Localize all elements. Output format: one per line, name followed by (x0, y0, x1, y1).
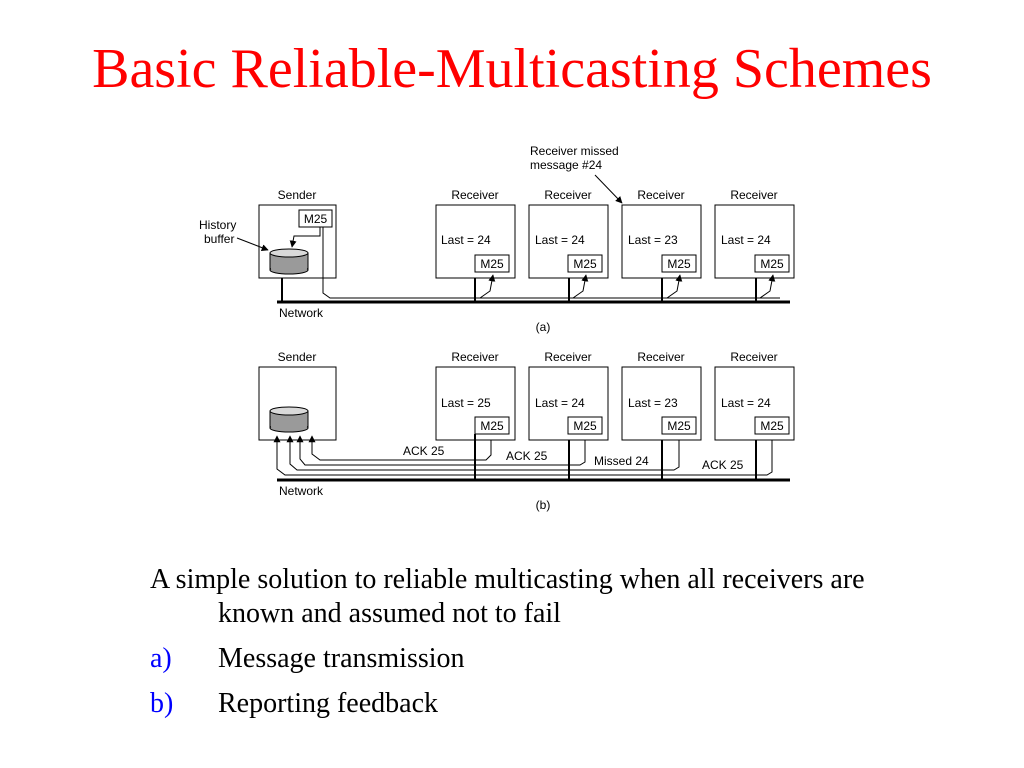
missed-note-line-1: Receiver missed (530, 144, 619, 158)
store-message-arrow (289, 227, 321, 248)
bullet-marker-b: b) (150, 688, 174, 719)
sender-label: Sender (278, 350, 317, 364)
caption-b: (b) (536, 498, 551, 512)
panel-b: Sender Network (b) ACK 25 ACK 25 Missed … (258, 350, 795, 512)
receiver-message-label: M25 (480, 419, 504, 433)
bullet-item-b: b) Reporting feedback (150, 687, 910, 721)
receiver-label: Receiver (730, 350, 777, 364)
receiver-message-label: M25 (573, 419, 597, 433)
feedback-label-4: ACK 25 (702, 458, 744, 472)
sender-label: Sender (278, 188, 317, 202)
sender-message-box (298, 209, 333, 228)
bullet-marker-a: a) (150, 643, 172, 674)
history-buffer-icon (269, 406, 309, 433)
bullet-text-b: Reporting feedback (218, 688, 439, 719)
receiver-a-4: Receiver Last = 24 M25 (714, 188, 795, 302)
receiver-label: Receiver (730, 188, 777, 202)
feedback-label-3: Missed 24 (594, 454, 649, 468)
receiver-last: Last = 24 (441, 233, 491, 247)
receiver-last: Last = 23 (628, 396, 678, 410)
history-buffer-label-1: History (199, 218, 236, 232)
bullet-list: A simple solution to reliable multicasti… (150, 563, 910, 732)
receiver-message-label: M25 (667, 257, 691, 271)
receiver-label: Receiver (544, 350, 591, 364)
history-buffer-icon (269, 248, 309, 275)
missed-note-line-2: message #24 (530, 158, 602, 172)
receiver-last: Last = 24 (721, 233, 771, 247)
receiver-message-label: M25 (667, 419, 691, 433)
feedback-path-3 (286, 433, 680, 471)
feedback-path-2 (296, 433, 586, 466)
receiver-label: Receiver (451, 188, 498, 202)
bullet-item-a: a) Message transmission (150, 642, 910, 676)
receiver-b-1: Receiver Last = 25 M25 (435, 350, 516, 480)
receiver-message-label: M25 (480, 257, 504, 271)
receiver-a-1: Receiver Last = 24 M25 (435, 188, 516, 302)
receiver-message-label: M25 (760, 257, 784, 271)
history-buffer-label-2: buffer (204, 232, 234, 246)
feedback-label-2: ACK 25 (506, 449, 548, 463)
receiver-label: Receiver (451, 350, 498, 364)
feedback-label-1: ACK 25 (403, 444, 445, 458)
receiver-message-label: M25 (760, 419, 784, 433)
multicast-path (322, 227, 780, 299)
network-label-b: Network (279, 484, 324, 498)
feedback-path-4 (273, 433, 773, 476)
receiver-b-3: Receiver Last = 23 M25 (621, 350, 702, 480)
intro-text: A simple solution to reliable multicasti… (150, 564, 865, 629)
receiver-last: Last = 23 (628, 233, 678, 247)
receiver-last: Last = 24 (721, 396, 771, 410)
receiver-last: Last = 25 (441, 396, 491, 410)
caption-a: (a) (536, 320, 551, 334)
receiver-b-2: Receiver Last = 24 M25 (528, 350, 609, 480)
receiver-message-label: M25 (573, 257, 597, 271)
history-buffer-arrow (236, 237, 269, 251)
sender-message-label: M25 (304, 212, 328, 226)
missed-note-arrow (594, 174, 623, 204)
receiver-a-3: Receiver Last = 23 M25 (621, 188, 702, 302)
receiver-b-4: Receiver Last = 24 M25 (714, 350, 795, 480)
receiver-last: Last = 24 (535, 233, 585, 247)
bullet-text-a: Message transmission (218, 643, 465, 674)
receiver-label: Receiver (637, 188, 684, 202)
network-label-a: Network (279, 306, 324, 320)
receiver-label: Receiver (544, 188, 591, 202)
receiver-label: Receiver (637, 350, 684, 364)
slide-title: Basic Reliable-Multicasting Schemes (92, 38, 932, 100)
panel-a: Receiver missed message #24 Sender M25 H… (199, 144, 795, 334)
feedback-path-1 (308, 433, 492, 461)
receiver-a-2: Receiver Last = 24 M25 (528, 188, 609, 302)
receiver-last: Last = 24 (535, 396, 585, 410)
